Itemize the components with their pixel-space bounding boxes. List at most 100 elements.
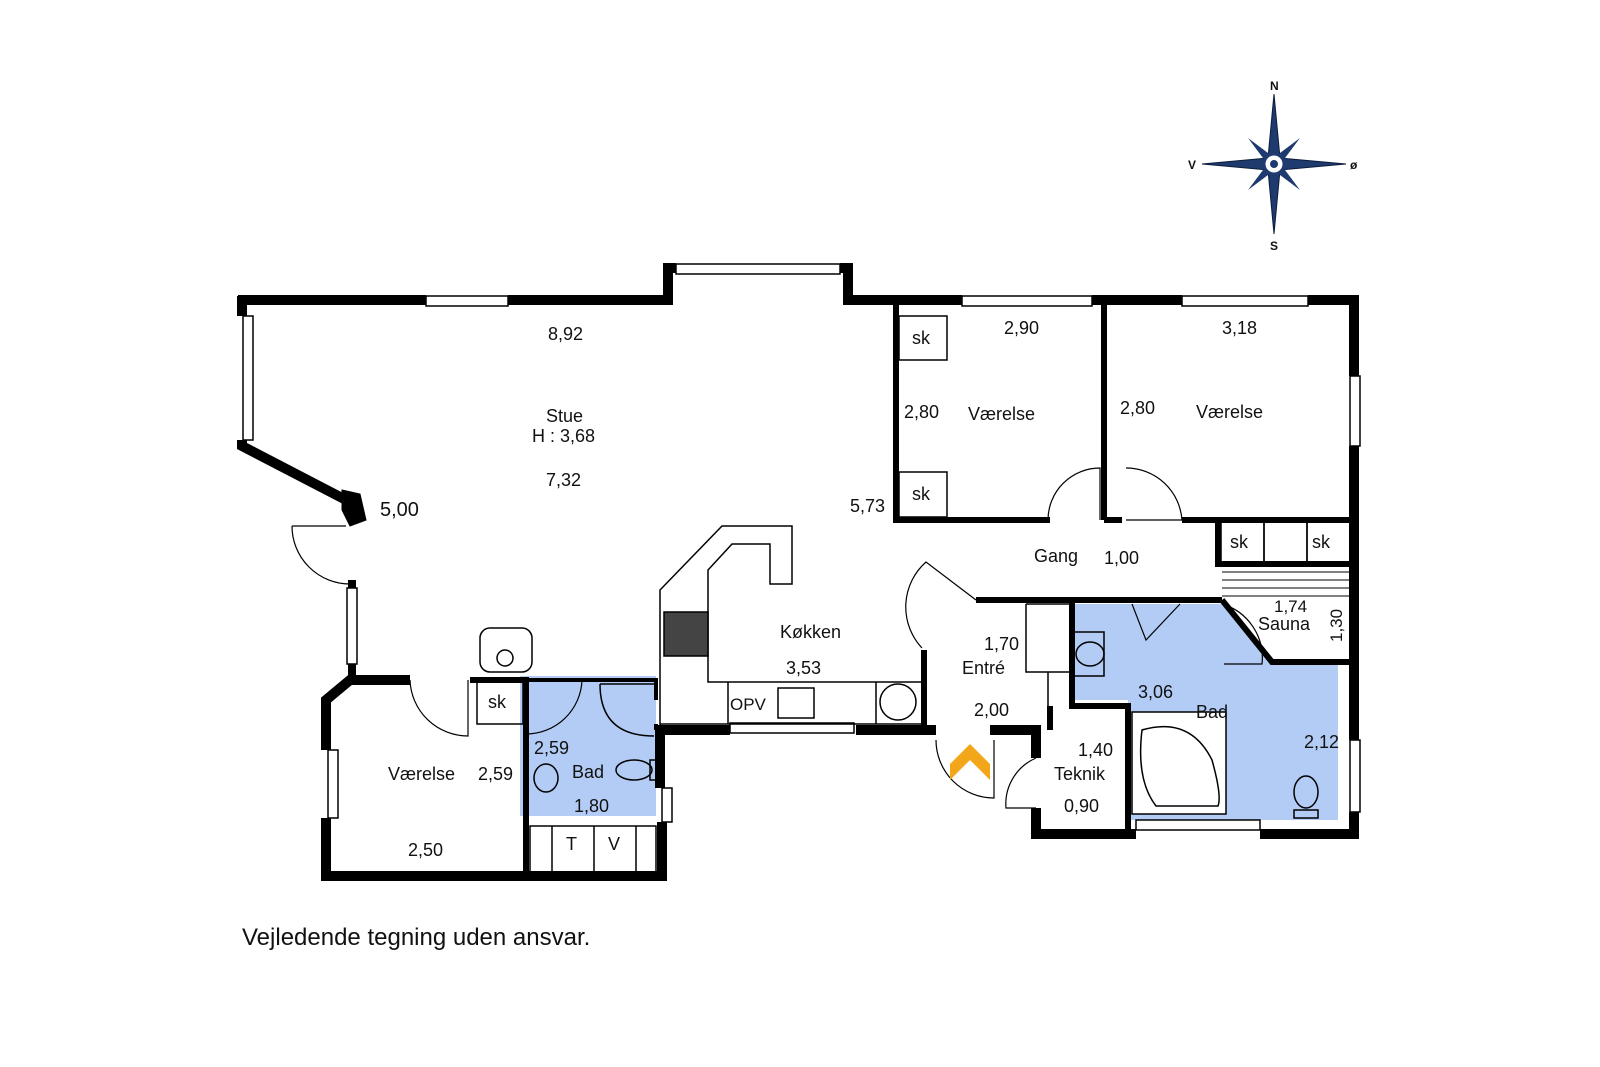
entry-arrow-icon [950, 744, 990, 780]
doors [291, 467, 1263, 809]
door-swing [1221, 603, 1263, 665]
compass-south: S [1270, 239, 1278, 253]
window [327, 749, 339, 819]
compass-west: V [1188, 158, 1196, 172]
closet-label: sk [488, 692, 507, 712]
closet [1025, 603, 1071, 673]
window [1181, 295, 1309, 307]
closet [476, 679, 524, 725]
vaerelse-left-name: Værelse [388, 764, 455, 784]
bad-small-dim-h: 2,59 [534, 738, 569, 758]
wall [526, 678, 658, 700]
door-swing [1005, 757, 1037, 809]
tub-basin [1139, 725, 1220, 807]
teknik-dim-d: 0,90 [1064, 796, 1099, 816]
vaerelse-right-name: Værelse [1196, 402, 1263, 422]
bad-big-name: Bad [1196, 702, 1228, 722]
entre-dim-w: 1,70 [984, 634, 1019, 654]
vaerelse-right-dim-h: 2,80 [1120, 398, 1155, 418]
sauna-dim-w: 1,74 [1274, 597, 1307, 616]
toilet-tank [649, 759, 659, 781]
entre-name: Entré [962, 658, 1005, 678]
small-bath-shelf [529, 825, 657, 873]
stue-dim-top: 8,92 [548, 324, 583, 344]
bad-small-dim-w: 1,80 [574, 796, 609, 816]
entre-dim-d: 2,00 [974, 700, 1009, 720]
koekken-opv: OPV [730, 695, 767, 714]
window [425, 295, 509, 307]
closet-label: sk [912, 484, 931, 504]
window [661, 787, 673, 823]
vent-fan [879, 683, 917, 721]
wall [508, 263, 676, 305]
disclaimer-text: Vejledende tegning uden ansvar. [242, 924, 591, 951]
bad-small-t: T [566, 834, 577, 854]
shower-curve [599, 683, 655, 737]
hob [663, 611, 709, 657]
bad-small-v: V [608, 834, 620, 854]
bad-small-name: Bad [572, 762, 604, 782]
stove [479, 627, 533, 673]
room-labels: 8,92 Stue H : 3,68 7,32 5,00 5,73 2,90 2… [380, 318, 1346, 860]
teknik-name: Teknik [1054, 764, 1106, 784]
toilet [1293, 775, 1319, 809]
bad-big-dim-h: 2,12 [1304, 732, 1339, 752]
fixtures [476, 315, 1352, 873]
window [242, 315, 254, 441]
window [346, 587, 358, 665]
door-swing [1047, 467, 1101, 521]
vaerelse-left-dim-h: 2,59 [478, 764, 513, 784]
wall [655, 725, 730, 788]
wall [893, 300, 1050, 523]
sink-cabinet [1073, 631, 1105, 677]
sauna-bench [1222, 571, 1350, 597]
vaerelse-mid-dim-h: 2,80 [904, 402, 939, 422]
sauna-dim-h: 1,30 [1327, 609, 1346, 642]
wall [321, 818, 667, 881]
wall [321, 675, 410, 750]
stue-dim-left: 5,00 [380, 499, 419, 521]
closet [1306, 519, 1352, 565]
wall [990, 725, 1041, 758]
stue-dim-right: 5,73 [850, 496, 885, 516]
toilet [615, 759, 653, 781]
kitchen-sink [777, 687, 815, 719]
vaerelse-left-dim-w: 2,50 [408, 840, 443, 860]
closet [898, 315, 948, 361]
vaerelse-mid-name: Værelse [968, 404, 1035, 424]
closet-label: sk [1230, 532, 1249, 552]
vaerelse-right-dim-w: 3,18 [1222, 318, 1257, 338]
stove-ring [496, 649, 514, 667]
toilet-tank [1293, 809, 1319, 819]
wall [840, 263, 962, 305]
closet-label: sk [912, 328, 931, 348]
sink [533, 763, 559, 793]
closet-label: sk [1312, 532, 1331, 552]
koekken-dim: 3,53 [786, 658, 821, 678]
vaerelse-mid-dim-w: 2,90 [1004, 318, 1039, 338]
small-bath-floor [520, 676, 656, 816]
gang-dim: 1,00 [1104, 548, 1139, 568]
window [1135, 819, 1261, 831]
wall-pillar [341, 489, 367, 527]
wall [1308, 295, 1359, 376]
wall [1260, 812, 1359, 839]
compass-rose-icon: N S V ø [1188, 79, 1358, 253]
teknik-dim-w: 1,40 [1078, 740, 1113, 760]
corner-tub [1131, 711, 1227, 815]
window [1349, 739, 1361, 813]
wall [237, 440, 349, 505]
window [961, 295, 1093, 307]
window [1349, 375, 1361, 447]
gang-name: Gang [1034, 546, 1078, 566]
door-swing [935, 739, 995, 799]
koekken-name: Køkken [780, 622, 841, 642]
door-swing [525, 679, 583, 735]
stue-height: H : 3,68 [532, 426, 595, 446]
compass-north: N [1270, 79, 1279, 93]
bad-big-dim-w: 3,06 [1138, 682, 1173, 702]
stue-name: Stue [546, 406, 583, 426]
door-swing [905, 561, 977, 649]
compass-east: ø [1350, 158, 1358, 172]
door-swing [1125, 467, 1183, 521]
